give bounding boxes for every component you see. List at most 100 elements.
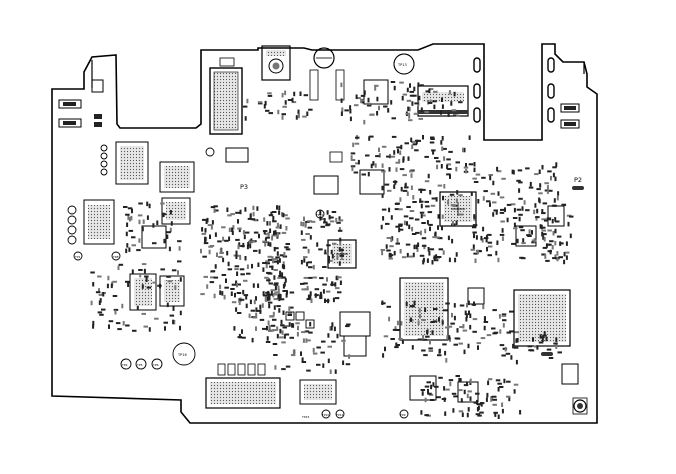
smd-component bbox=[177, 260, 182, 263]
smd-component bbox=[441, 104, 444, 109]
smd-component bbox=[266, 336, 269, 341]
smd-component bbox=[408, 106, 411, 112]
smd-component bbox=[511, 242, 516, 245]
smd-component bbox=[303, 258, 306, 263]
smd-component bbox=[262, 294, 268, 297]
smd-component bbox=[142, 219, 145, 224]
smd-component bbox=[381, 193, 384, 198]
smd-component bbox=[127, 215, 130, 220]
smd-component bbox=[270, 324, 276, 327]
smd-component bbox=[462, 324, 465, 329]
smd-component bbox=[310, 298, 313, 303]
smd-component bbox=[259, 318, 265, 321]
smd-component bbox=[433, 259, 439, 262]
smd-component bbox=[271, 234, 277, 237]
smd-component bbox=[497, 257, 500, 263]
smd-component bbox=[299, 91, 302, 96]
smd-component bbox=[114, 310, 117, 315]
smd-component bbox=[285, 243, 290, 245]
smd-component bbox=[92, 320, 95, 326]
smd-component bbox=[335, 217, 338, 223]
smd-component bbox=[307, 294, 310, 300]
smd-component bbox=[257, 262, 260, 267]
smd-component bbox=[118, 263, 124, 266]
smd-component bbox=[217, 240, 222, 243]
smd-component bbox=[344, 109, 349, 112]
smd-component bbox=[237, 336, 242, 339]
smd-component bbox=[125, 248, 128, 254]
smd-component bbox=[265, 236, 270, 239]
smd-component bbox=[270, 289, 275, 292]
smd-component bbox=[433, 104, 436, 110]
smd-component bbox=[201, 232, 206, 235]
smd-component bbox=[265, 233, 270, 236]
smd-component bbox=[440, 164, 443, 169]
smd-component bbox=[269, 221, 271, 226]
top-connector bbox=[209, 67, 243, 135]
smd-component bbox=[386, 305, 391, 308]
smd-component bbox=[547, 229, 552, 232]
smd-component bbox=[427, 388, 429, 394]
smd-component bbox=[245, 303, 248, 309]
smd-component bbox=[518, 197, 523, 200]
smd-component bbox=[380, 224, 383, 230]
smd-component bbox=[553, 198, 556, 203]
smd-component bbox=[235, 254, 238, 259]
smd-component bbox=[455, 252, 458, 257]
smd-component bbox=[492, 395, 497, 398]
smd-component bbox=[400, 186, 403, 192]
smd-component bbox=[272, 211, 277, 213]
smd-component bbox=[314, 293, 317, 298]
smd-component bbox=[255, 326, 257, 331]
smd-component bbox=[458, 377, 461, 383]
smd-component bbox=[496, 166, 499, 172]
smd-component bbox=[300, 351, 302, 356]
smd-component bbox=[224, 239, 229, 242]
smd-component bbox=[146, 201, 149, 207]
smd-component bbox=[235, 211, 240, 214]
smd-component bbox=[284, 278, 287, 283]
smd-component bbox=[307, 220, 312, 223]
smd-component bbox=[534, 203, 537, 208]
smd-component bbox=[268, 282, 274, 285]
smd-component bbox=[452, 408, 455, 413]
smd-component bbox=[231, 227, 234, 232]
smd-component bbox=[396, 238, 399, 243]
smd-component bbox=[239, 268, 245, 271]
smd-component bbox=[276, 333, 279, 339]
smd-component bbox=[383, 105, 388, 108]
smd-component bbox=[390, 338, 395, 340]
smd-component bbox=[473, 214, 476, 219]
smd-component bbox=[506, 380, 511, 383]
smd-component bbox=[329, 220, 335, 223]
smd-component bbox=[269, 315, 275, 318]
smd-component bbox=[207, 224, 213, 227]
smd-component bbox=[141, 284, 144, 289]
smd-component bbox=[340, 98, 343, 103]
smd-component bbox=[487, 380, 490, 386]
smd-component bbox=[174, 285, 177, 290]
smd-component bbox=[395, 167, 398, 172]
smd-component bbox=[438, 248, 444, 251]
smd-component bbox=[434, 385, 439, 388]
smd-component bbox=[376, 111, 379, 116]
smd-component bbox=[473, 233, 475, 239]
smd-component bbox=[214, 209, 219, 212]
smd-component bbox=[541, 218, 546, 221]
smd-component bbox=[328, 215, 331, 220]
smd-component bbox=[445, 388, 450, 391]
smd-component bbox=[204, 236, 207, 242]
smd-component bbox=[413, 86, 416, 92]
smd-component bbox=[399, 150, 402, 155]
smd-component bbox=[222, 236, 225, 242]
smd-component bbox=[466, 381, 468, 386]
smd-component bbox=[455, 114, 461, 117]
smd-component bbox=[542, 202, 548, 205]
testpoint-label: TP4 bbox=[121, 363, 128, 367]
smd-component bbox=[455, 375, 460, 377]
smd-component bbox=[202, 218, 207, 221]
smd-component bbox=[177, 240, 182, 243]
smd-component bbox=[441, 225, 443, 231]
smd-component bbox=[219, 284, 222, 290]
